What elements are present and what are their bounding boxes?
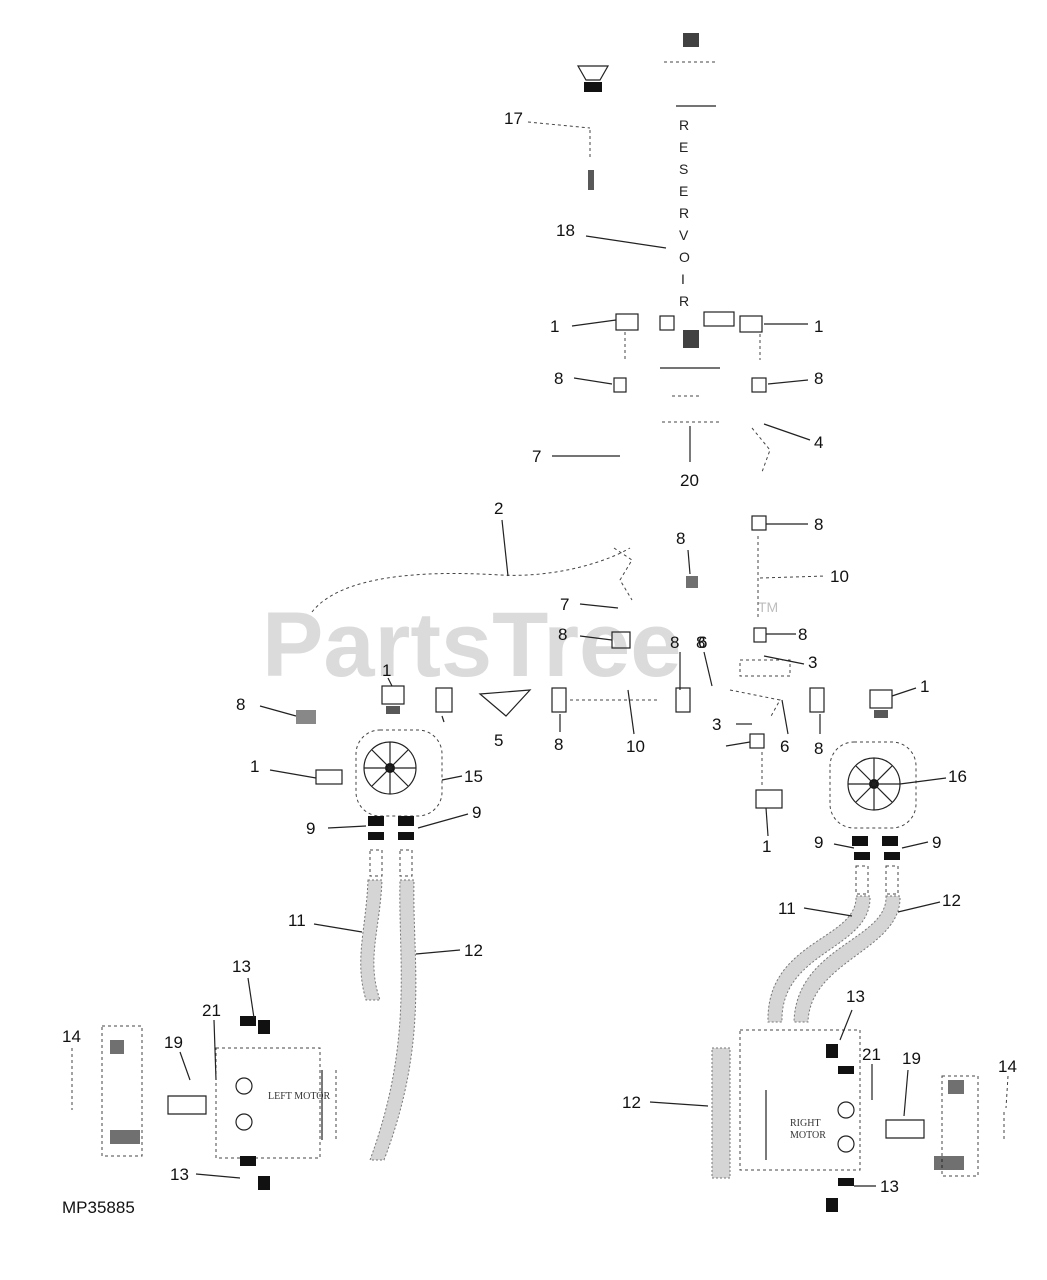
reservoir-letter: S <box>679 161 688 177</box>
reservoir: R E S E R V O I R <box>660 33 720 369</box>
callout: 8 <box>814 515 823 534</box>
pump-15 <box>315 729 443 826</box>
callout: 6 <box>780 737 789 756</box>
callout: 9 <box>814 833 823 852</box>
callout: 16 <box>948 767 967 786</box>
callout: 19 <box>902 1049 921 1068</box>
callout: 8 <box>558 625 567 644</box>
callout: 1 <box>550 317 559 336</box>
callout: 12 <box>622 1093 641 1112</box>
callout: 11 <box>288 911 306 930</box>
callout: 1 <box>250 757 259 776</box>
callout: 1 <box>762 837 771 856</box>
reservoir-letter: R <box>679 293 689 309</box>
diagram-code: MP35885 <box>62 1198 135 1217</box>
manifold-row <box>296 685 893 724</box>
callout: 20 <box>680 471 699 490</box>
callout: 21 <box>202 1001 221 1020</box>
callout: 13 <box>232 957 251 976</box>
callouts: 17 18 1 1 8 8 7 20 4 2 8 8 10 7 8 8 1 8 … <box>62 109 1017 1196</box>
callout: 11 <box>778 899 796 918</box>
callout: 15 <box>464 767 483 786</box>
callout: 7 <box>560 595 569 614</box>
callout: 8 <box>798 625 807 644</box>
callout: 8 <box>670 633 679 652</box>
callout: 18 <box>556 221 575 240</box>
callout: 1 <box>382 661 391 680</box>
left-motor-label: LEFT MOTOR <box>268 1091 330 1102</box>
callout: 17 <box>504 109 523 128</box>
callout: 7 <box>532 447 541 466</box>
reservoir-letter: E <box>679 183 688 199</box>
left-hoses <box>360 832 417 1161</box>
watermark-tm: TM <box>758 599 778 615</box>
callout: 8 <box>814 369 823 388</box>
callout: 1 <box>920 677 929 696</box>
callout: 10 <box>626 737 645 756</box>
callout: 12 <box>942 891 961 910</box>
callout: 8 <box>676 529 685 548</box>
reservoir-letter: O <box>679 249 690 265</box>
callout: 13 <box>880 1177 899 1196</box>
pump-16 <box>829 741 917 846</box>
fitting-20 <box>662 395 771 473</box>
callout: 2 <box>494 499 503 518</box>
callout: 8 <box>236 695 245 714</box>
reservoir-letter: E <box>679 139 688 155</box>
right-motor: RIGHT MOTOR <box>711 1029 1005 1212</box>
right-motor-label-2: MOTOR <box>790 1130 826 1141</box>
middle-lines <box>311 515 791 809</box>
dipstick <box>588 130 594 190</box>
callout: 21 <box>862 1045 881 1064</box>
callout: 8 <box>554 735 563 754</box>
callout: 9 <box>306 819 315 838</box>
callout: 9 <box>472 803 481 822</box>
reservoir-letter: R <box>679 205 689 221</box>
callout: 10 <box>830 567 849 586</box>
reservoir-letter: V <box>679 227 689 243</box>
callout: 3 <box>712 715 721 734</box>
callout: 3 <box>808 653 817 672</box>
callout: 5 <box>494 731 503 750</box>
watermark: PartsTree <box>262 594 681 696</box>
callout: 8 <box>554 369 563 388</box>
callout: 8 <box>696 633 705 652</box>
callout: 1 <box>814 317 823 336</box>
callout: 6 <box>698 633 707 652</box>
callout: 13 <box>170 1165 189 1184</box>
left-motor: LEFT MOTOR <box>101 1016 337 1190</box>
callout: 8 <box>814 739 823 758</box>
callout: 13 <box>846 987 865 1006</box>
right-hoses <box>767 852 901 1023</box>
reservoir-letter: R <box>679 117 689 133</box>
callout: 12 <box>464 941 483 960</box>
top-fittings <box>613 311 767 393</box>
leader-lines <box>71 121 1009 1187</box>
reservoir-letter: I <box>681 271 685 287</box>
reservoir-cap <box>576 65 610 92</box>
callout: 14 <box>998 1057 1017 1076</box>
callout: 9 <box>932 833 941 852</box>
callout: 19 <box>164 1033 183 1052</box>
right-motor-label-1: RIGHT <box>790 1118 821 1129</box>
callout: 4 <box>814 433 823 452</box>
callout: 14 <box>62 1027 81 1046</box>
